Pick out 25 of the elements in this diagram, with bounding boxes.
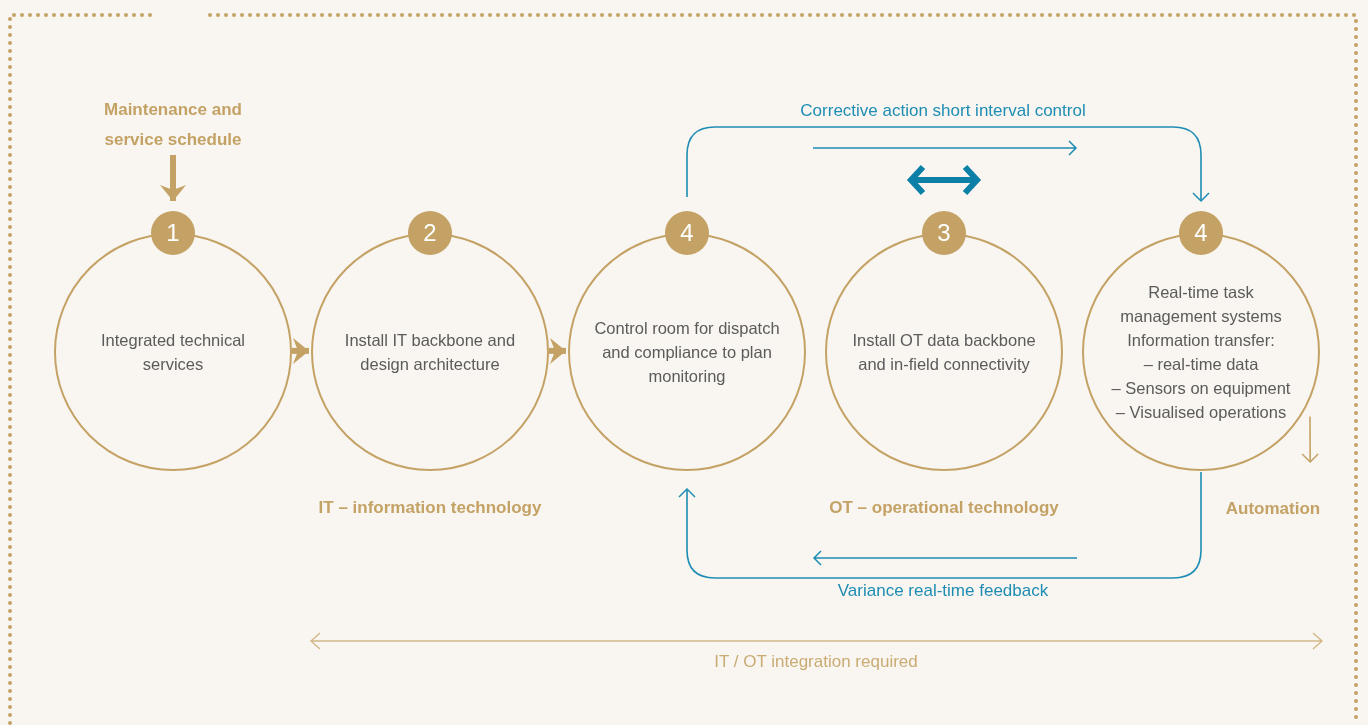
arrow	[549, 337, 566, 364]
step-text: Information transfer:	[1127, 330, 1275, 351]
step-text: Integrated technical services	[100, 330, 246, 375]
step-text: Control room for dispatch and compliance to plan monitoring	[593, 318, 781, 387]
step-number: 3	[922, 211, 966, 255]
section-label: IT – information technology	[318, 498, 542, 518]
step-number: 1	[151, 211, 195, 255]
step-number: 2	[408, 211, 452, 255]
arrow	[686, 126, 1210, 202]
section-label: OT – operational technology	[829, 498, 1059, 518]
arrow	[292, 337, 309, 364]
step-text: Install IT backbone and design architecture	[343, 330, 517, 375]
step-text: Install OT data backbone and in-field connectivity	[851, 330, 1037, 375]
step-number: 4	[1179, 211, 1223, 255]
arrow	[678, 471, 1202, 579]
section-label: IT / OT integration required	[714, 652, 918, 672]
arrow	[160, 155, 186, 201]
stage-label: Maintenance and service schedule	[103, 99, 243, 151]
step-text: – Sensors on equipment	[1111, 378, 1291, 399]
step-text: Real-time task management systems	[1119, 282, 1283, 327]
step-text: – Visualised operations	[1115, 402, 1287, 423]
arrow	[1301, 415, 1319, 463]
stage-label: Automation	[1224, 498, 1322, 520]
step-text: – real-time data	[1143, 354, 1259, 375]
step-number: 4	[665, 211, 709, 255]
